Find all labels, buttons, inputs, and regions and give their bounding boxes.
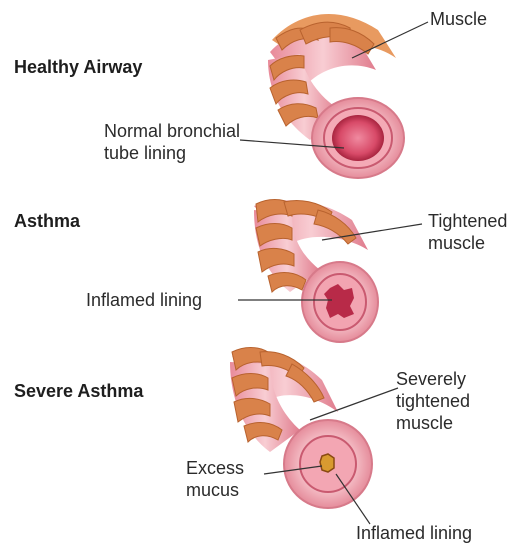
label-normal-lining: Normal bronchial tube lining [104, 120, 240, 164]
label-excess-mucus: Excess mucus [186, 457, 244, 501]
label-severely-tightened-muscle: Severely tightened muscle [396, 368, 470, 434]
label-muscle: Muscle [430, 8, 487, 30]
asthma-airway-illustration [254, 200, 378, 343]
severe-asthma-airway-illustration [230, 348, 372, 509]
heading-asthma: Asthma [14, 210, 80, 232]
heading-healthy-airway: Healthy Airway [14, 56, 142, 78]
label-inflamed-lining-severe: Inflamed lining [356, 522, 472, 544]
healthy-airway-illustration [268, 14, 404, 178]
mucus-plug [320, 454, 334, 472]
label-tightened-muscle: Tightened muscle [428, 210, 507, 254]
heading-severe-asthma: Severe Asthma [14, 380, 143, 402]
label-inflamed-lining-asthma: Inflamed lining [86, 289, 202, 311]
